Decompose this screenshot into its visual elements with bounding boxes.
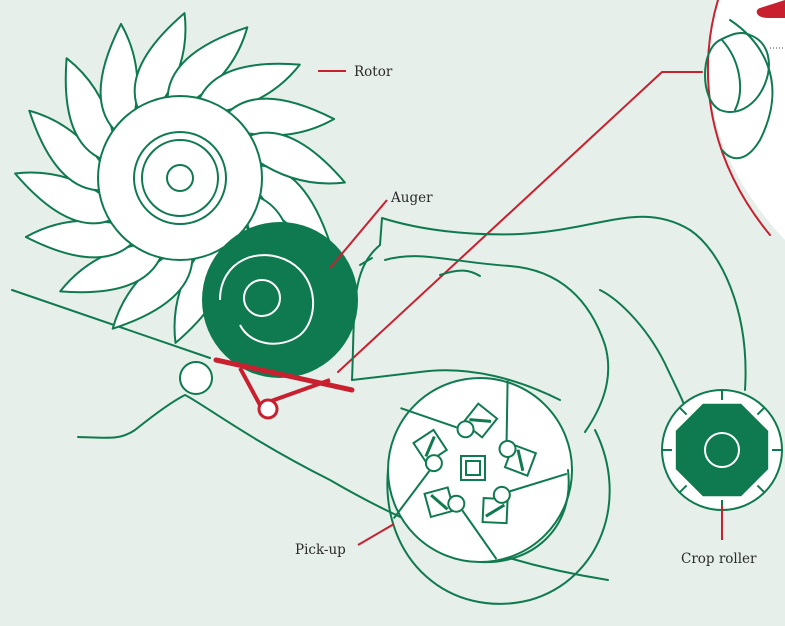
crop-roller (661, 389, 783, 511)
label-crop-roller-text: Crop roller (681, 551, 757, 567)
label-auger: Auger (329, 190, 433, 269)
rotor-axle (166, 164, 194, 192)
pickup-tine (481, 472, 568, 525)
rotor (14, 12, 346, 344)
auger (202, 222, 358, 378)
rotor-tooth (245, 131, 346, 185)
label-rotor: Rotor (318, 64, 393, 80)
label-auger-text: Auger (390, 190, 433, 206)
stripper-bracket (213, 357, 355, 420)
pickup-tine (423, 486, 498, 560)
pickup-tine (392, 428, 449, 520)
pickup-tine (498, 380, 538, 477)
zoom-detail-outline (706, 0, 771, 236)
label-rotor-text: Rotor (354, 64, 393, 80)
zoom-detail (704, 0, 785, 240)
pickup (386, 377, 611, 605)
label-pickup: Pick-up (295, 523, 395, 558)
pickup-tine (400, 402, 499, 439)
label-pickup-text: Pick-up (295, 542, 346, 558)
housing-outline (11, 215, 747, 581)
zoom-leader-line (337, 71, 703, 373)
label-crop-roller: Crop roller (681, 506, 757, 567)
pickup-tines (392, 380, 568, 560)
